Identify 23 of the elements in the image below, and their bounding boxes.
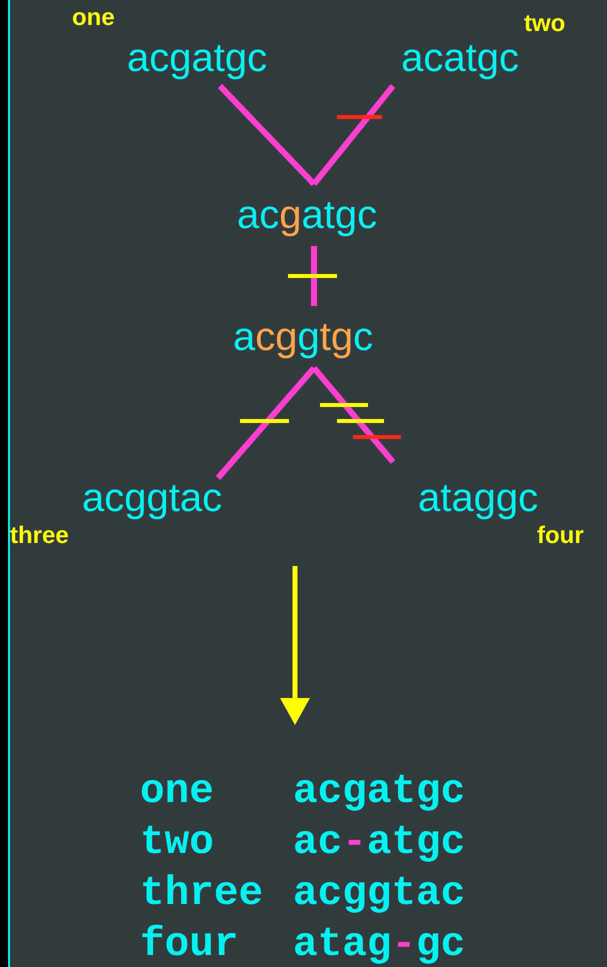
sequence-text: acggtgc: [232, 314, 374, 360]
aligned-sequence: acgatgc: [293, 768, 466, 817]
sequence-name: one: [72, 4, 115, 32]
sequence-name: two: [140, 819, 215, 868]
branch-line: [311, 246, 317, 306]
sequence-name: four: [537, 522, 584, 550]
branch-line: [312, 366, 396, 464]
sequence-text: acgatgc: [236, 192, 378, 238]
aligned-sequence: atag-gc: [293, 921, 466, 967]
branch-line: [216, 366, 316, 480]
sequence-name: two: [524, 10, 566, 38]
sequence-text: acgatgc: [126, 36, 268, 80]
aligned-sequence: ac-atgc: [293, 819, 466, 868]
sequence-name: three: [10, 522, 69, 550]
branch-line: [312, 84, 396, 186]
sequence-name: three: [140, 870, 264, 919]
sequence-text: acatgc: [401, 36, 519, 80]
sequence-text: acggtac: [82, 476, 222, 520]
aligned-sequence: acggtac: [293, 870, 466, 919]
sequence-name: four: [140, 921, 240, 967]
sequence-name: one: [140, 768, 215, 817]
sequence-text: ataggc: [418, 476, 538, 520]
branch-line: [218, 84, 316, 186]
